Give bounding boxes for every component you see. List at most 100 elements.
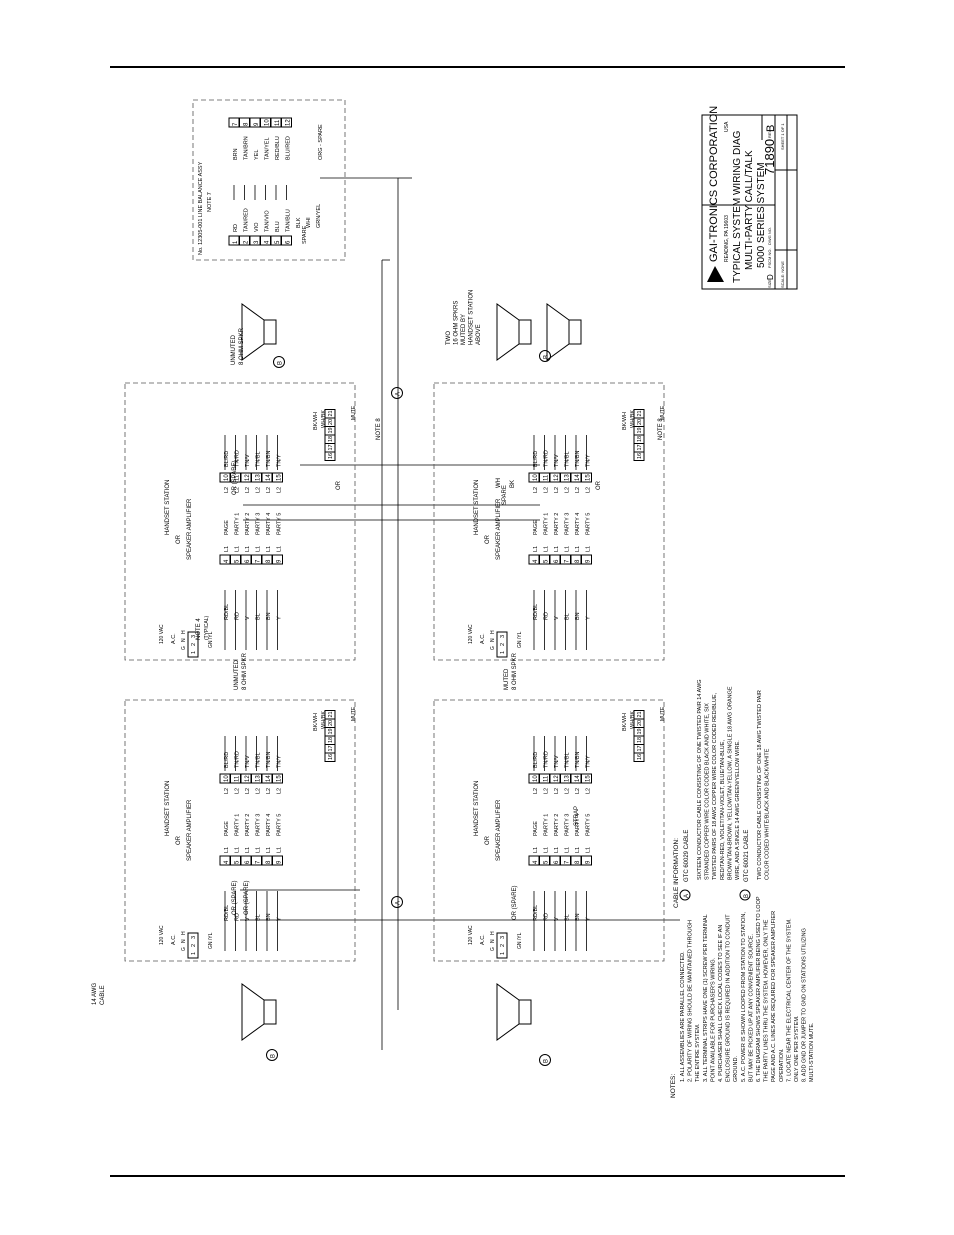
speaker-icon [518, 999, 532, 1025]
speaker-terminal-number: 19 [637, 427, 643, 433]
note-line: MULTI-STATION MUTE. [809, 1022, 815, 1082]
speaker-wire-label: WH/BK [321, 410, 327, 428]
balance-terminal-number: 2 [244, 240, 250, 244]
right-wire-color: TN/V [245, 755, 251, 768]
ac-text: A.C. [480, 934, 486, 945]
spare-block-color: WH [496, 478, 502, 488]
left-terminal-number: 9 [586, 559, 592, 563]
speaker-terminal-number: 17 [328, 444, 334, 450]
left-terminal-number: 5 [235, 559, 241, 563]
right-terminal-number: 14 [575, 775, 581, 782]
speaker-terminal-number: 16 [328, 754, 334, 760]
left-terminal-number: 5 [235, 860, 241, 864]
note-line: 5. A.C. POWER IS SHOWN LOOPED FROM STATI… [741, 912, 747, 1082]
left-terminal-number: 6 [554, 860, 560, 864]
right-terminal-number: 11 [235, 775, 241, 782]
ac-label: G [490, 646, 496, 650]
company-country: USA [724, 121, 730, 132]
speaker-terminal-number: 18 [637, 737, 643, 743]
party-label: PARTY 1 [544, 814, 550, 836]
speaker-label: 8 OHM SPKR [242, 652, 248, 690]
ac-terminal-number: 3 [500, 635, 506, 638]
l2-label: L2 [544, 788, 550, 794]
balance-wire-color: VIO [254, 222, 260, 232]
balance-terminal-number: 11 [275, 119, 281, 126]
cable-info-heading: CABLE INFORMATION: [673, 838, 680, 908]
left-wire-color: V [554, 917, 560, 921]
right-terminal-box [272, 773, 283, 784]
ground-wire-label: GN /YL [208, 932, 214, 949]
sheet-label: SHEET 1 OF 1 [780, 123, 785, 150]
cable-tag-circle [266, 1049, 278, 1061]
cable-tag-letter: A [396, 392, 402, 396]
speaker-icon [263, 319, 277, 345]
left-wire-color: RD [544, 612, 550, 620]
ground-wire-label: GN /YL [517, 932, 523, 949]
left-wire-color: RD/BL [224, 905, 230, 921]
left-terminal-box [581, 554, 592, 565]
spare-block-color: BK [510, 480, 516, 488]
ground-wire-label: GN /YL [208, 631, 214, 648]
right-terminal-box [581, 773, 592, 784]
right-wire-color: BL/RD [224, 451, 230, 467]
left-wire-color: V [245, 616, 251, 620]
cable-a-line: WIRE, AND A SINGLE 14 AWG GREEN/YELLOW W… [735, 740, 741, 880]
right-terminal-number: 11 [235, 474, 241, 481]
speaker-terminal-number: 16 [637, 453, 643, 459]
size-value: D [766, 274, 775, 280]
speaker-terminal-number: 20 [637, 419, 643, 425]
right-terminal-number: 12 [554, 474, 560, 481]
speaker-terminal-number: 17 [637, 745, 643, 751]
left-wire-color: RD/BL [533, 905, 539, 921]
party-label: PAGE [533, 821, 539, 836]
l2-label: L2 [575, 487, 581, 493]
ac-label: N [181, 638, 187, 642]
drawing-title-line3: 5000 SERIES SYSTEM [756, 162, 767, 268]
l1-label: L1 [586, 546, 592, 552]
speaker-label: HANDSET STATION [469, 290, 475, 345]
station-title: HANDSET STATION [165, 480, 171, 535]
balance-assembly-title: No. 12305-001 LINE BALANCE ASSY [198, 161, 204, 255]
balance-terminal-number: 8 [244, 122, 250, 126]
balance-spare-color: GRN/YEL [316, 204, 322, 228]
balance-assembly-note: NOTE 7 [207, 192, 213, 212]
right-terminal-number: 11 [544, 474, 550, 481]
left-terminal-box [272, 554, 283, 565]
left-wire-color: BN [575, 913, 581, 921]
speaker-cone-icon [496, 983, 520, 1041]
speaker-label: 8 OHM SPKR [512, 652, 518, 690]
l2-label: L2 [586, 788, 592, 794]
balance-terminal-number: 9 [254, 122, 260, 126]
party-label: PARTY 1 [544, 513, 550, 535]
balance-spare-color: WHI [306, 217, 312, 228]
cable-tag-circle [539, 1054, 551, 1066]
left-wire-color: V [245, 917, 251, 921]
l2-label: L2 [586, 487, 592, 493]
speaker-terminal-number: 21 [637, 410, 643, 416]
speaker-terminal-box [633, 710, 645, 720]
cable-14-label: CABLE [100, 985, 106, 1005]
left-terminal-number: 4 [224, 860, 230, 864]
speaker-terminal-box [324, 710, 336, 720]
right-terminal-number: 10 [533, 775, 539, 782]
l2-label: L2 [256, 788, 262, 794]
balance-orange-spare: ORG - SPARE [318, 124, 324, 160]
balance-terminal-number: 1 [233, 240, 239, 244]
note-line: 4. PURCHASER SHALL CHECK LOCAL CODES TO … [718, 925, 724, 1082]
right-wire-color: TN/Y [586, 454, 592, 467]
cable-tag-letter: B [271, 1054, 277, 1058]
l1-label: L1 [586, 847, 592, 853]
speaker-terminal-number: 20 [328, 720, 334, 726]
note-line: POINT AVAILABLE FOR PURCHASER'S WIRING. [710, 957, 716, 1082]
note-line: ONLY ONE PER SYSTEM. [794, 1015, 800, 1082]
balance-wire-color: BLU [275, 221, 281, 232]
ac-terminal-block [187, 932, 199, 959]
left-wire-color: BN [266, 913, 272, 921]
left-terminal-number: 6 [245, 559, 251, 563]
l2-label: L2 [235, 788, 241, 794]
station-outline [124, 699, 356, 962]
left-terminal-number: 7 [565, 860, 571, 864]
drawing-title-line2: MULTI-PARTY CALL/TALK [744, 150, 755, 270]
right-terminal-number: 12 [245, 474, 251, 481]
